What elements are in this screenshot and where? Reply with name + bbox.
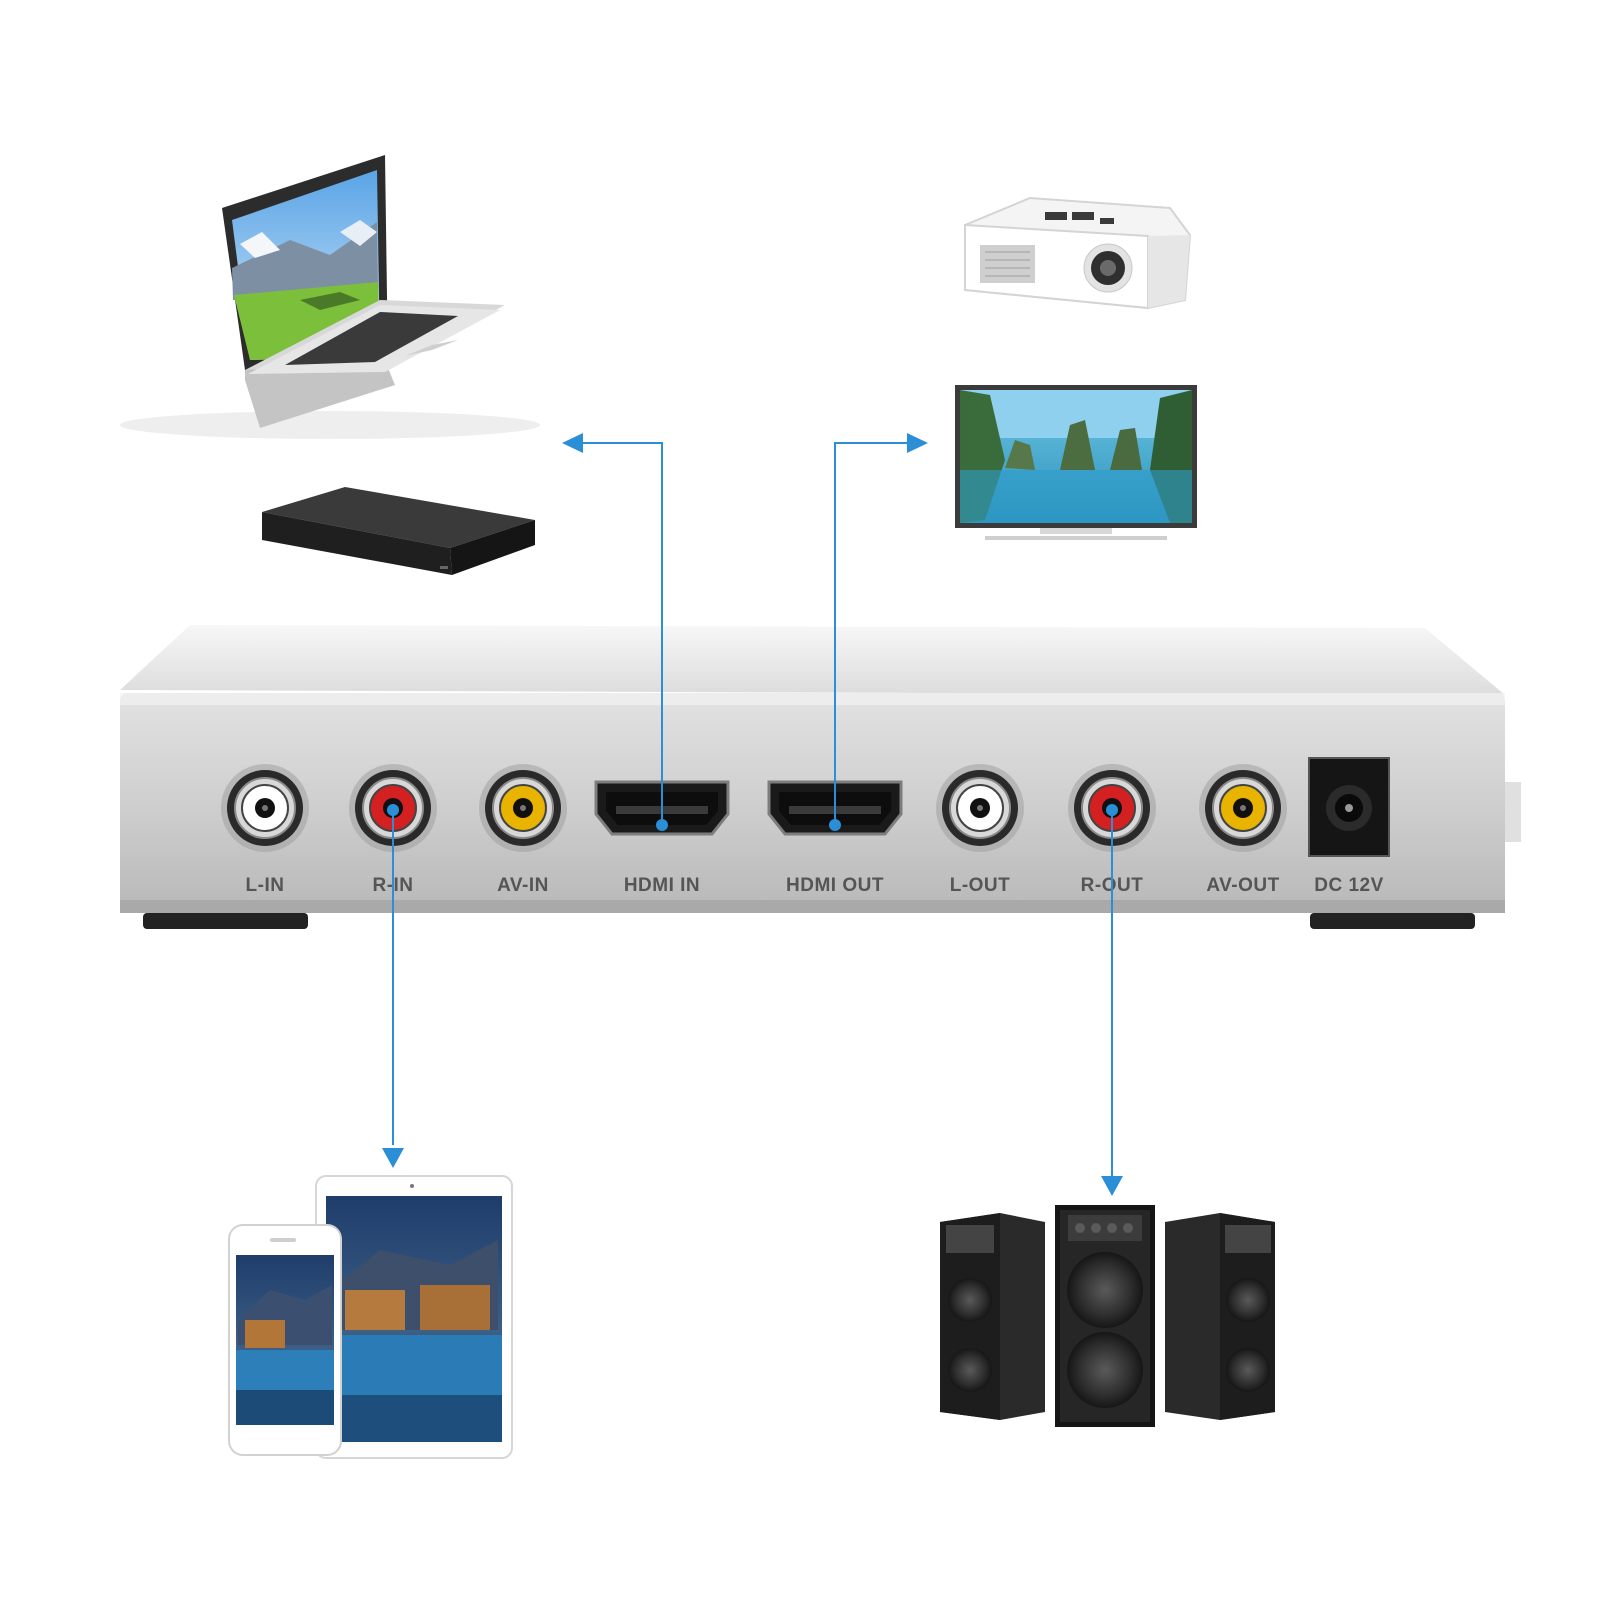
hdmi-in-to-laptop-arrow	[562, 433, 668, 831]
media-player-icon	[262, 487, 535, 575]
l-out-label: L-OUT	[950, 875, 1011, 896]
l-out-port: L-OUT	[936, 764, 1024, 896]
l-in-port: L-IN	[221, 764, 309, 896]
av-out-label: AV-OUT	[1206, 875, 1279, 896]
av-in-label: AV-IN	[497, 875, 549, 896]
speakers-icon	[940, 1205, 1275, 1427]
dc-12v-port: DC 12V	[1308, 757, 1390, 896]
connection-arrows	[382, 433, 1123, 1196]
hdmi-out-to-tv-arrow	[829, 433, 928, 831]
phone-tablet-icon	[228, 1175, 513, 1459]
av-out-port: AV-OUT	[1199, 764, 1287, 896]
projector-icon	[964, 196, 1192, 310]
r-out-to-speakers-arrow	[1101, 804, 1123, 1196]
laptop-icon	[120, 155, 540, 439]
av-in-port: AV-IN	[479, 764, 567, 896]
dc-12v-label: DC 12V	[1314, 875, 1384, 896]
r-in-to-phone-tablet-arrow	[382, 804, 404, 1168]
tv-icon	[955, 385, 1197, 540]
l-in-label: L-IN	[246, 875, 285, 896]
hdmi-in-label: HDMI IN	[624, 875, 700, 896]
hdmi-out-label: HDMI OUT	[786, 875, 884, 896]
